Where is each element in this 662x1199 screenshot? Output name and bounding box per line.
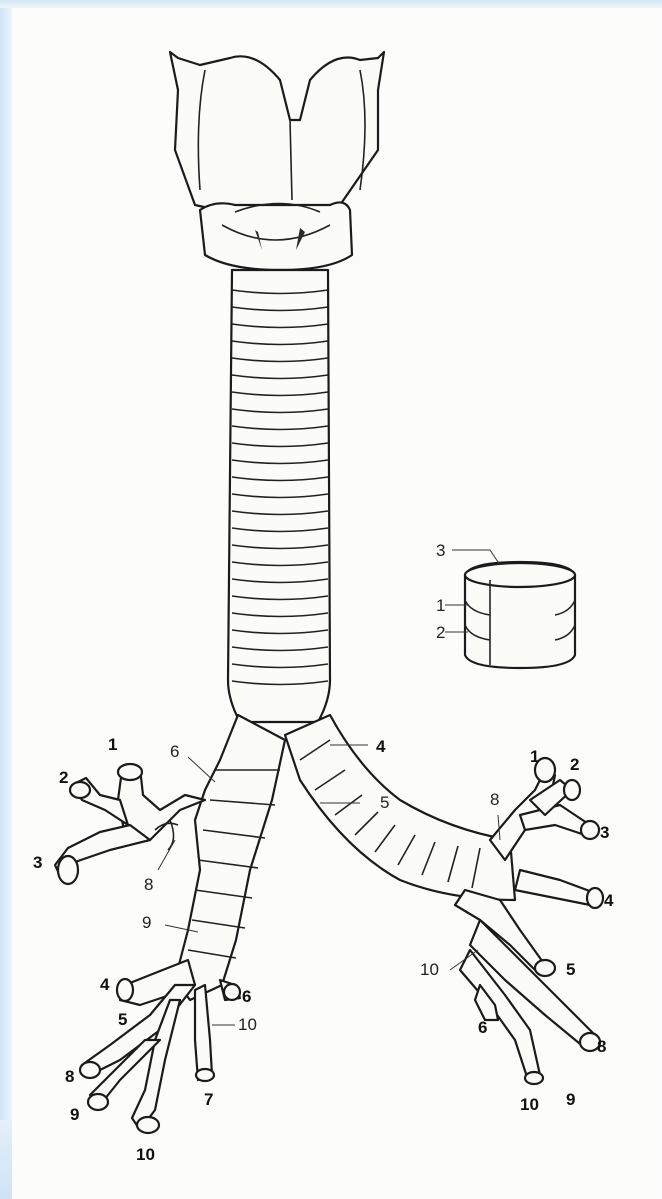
label-right-10b: 10	[420, 960, 439, 979]
labels-inset: 3 1 2	[436, 541, 445, 642]
label-right-6: 6	[478, 1018, 487, 1037]
label-main-4: 4	[376, 737, 386, 756]
label-left-6: 6	[242, 987, 251, 1006]
thyroid-cartilage	[170, 52, 384, 215]
label-right-1: 1	[530, 747, 539, 766]
label-inset-3: 3	[436, 541, 445, 560]
label-left-10-lead: 10	[238, 1015, 257, 1034]
label-right-3: 3	[600, 823, 609, 842]
label-right-5: 5	[566, 960, 575, 979]
label-left-9: 9	[70, 1105, 79, 1124]
left-main-bronchus	[175, 715, 285, 1000]
cricoid-cartilage	[200, 202, 352, 270]
label-right-2: 2	[570, 755, 579, 774]
label-right-10: 10	[520, 1095, 539, 1114]
label-main-9: 9	[142, 913, 151, 932]
label-left-10b: 10	[238, 1015, 257, 1034]
right-lower-branches	[455, 890, 600, 1084]
left-upper-branches	[55, 764, 205, 884]
trachea-segment-inset	[465, 562, 575, 668]
label-left-5: 5	[118, 1010, 127, 1029]
label-right-8: 8	[597, 1037, 606, 1056]
label-left-2: 2	[59, 768, 68, 787]
label-right-8b: 8	[490, 790, 499, 809]
label-main-6: 6	[170, 742, 179, 761]
trachea	[228, 270, 330, 722]
label-right-9: 9	[566, 1090, 575, 1109]
label-left-4: 4	[100, 975, 110, 994]
label-main-8: 8	[144, 875, 153, 894]
label-inset-2: 2	[436, 623, 445, 642]
label-left-3: 3	[33, 853, 42, 872]
label-main-5: 5	[380, 793, 389, 812]
label-right-4: 4	[604, 891, 614, 910]
label-left-1: 1	[108, 735, 117, 754]
label-left-8: 8	[65, 1067, 74, 1086]
label-left-10: 10	[136, 1145, 155, 1164]
right-main-bronchus	[285, 715, 515, 900]
label-left-7: 7	[204, 1090, 213, 1109]
label-inset-1: 1	[436, 596, 445, 615]
